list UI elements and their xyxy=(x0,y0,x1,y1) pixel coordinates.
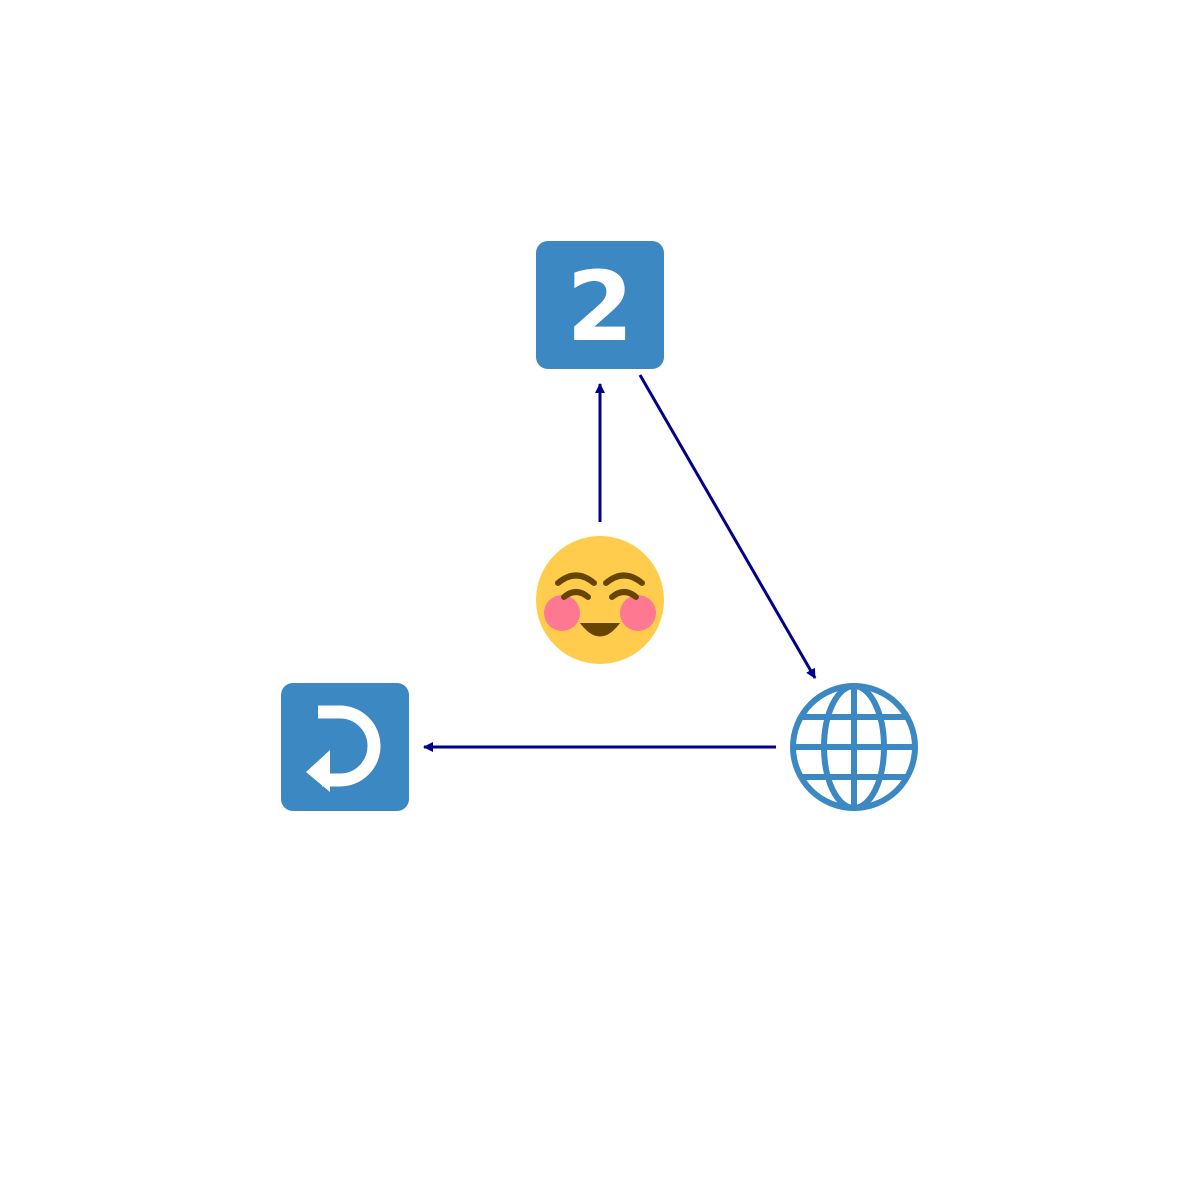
right-arrow-curving-left-icon xyxy=(281,683,409,811)
edge-keycap-2-to-globe xyxy=(638,374,817,679)
keycap-digit-two-icon: 2 xyxy=(536,241,664,369)
globe-with-meridians-icon xyxy=(790,683,918,811)
keycap-2-label: 2 xyxy=(567,251,634,363)
edges xyxy=(423,374,817,752)
smiling-face-with-smiling-eyes-icon xyxy=(536,536,664,664)
